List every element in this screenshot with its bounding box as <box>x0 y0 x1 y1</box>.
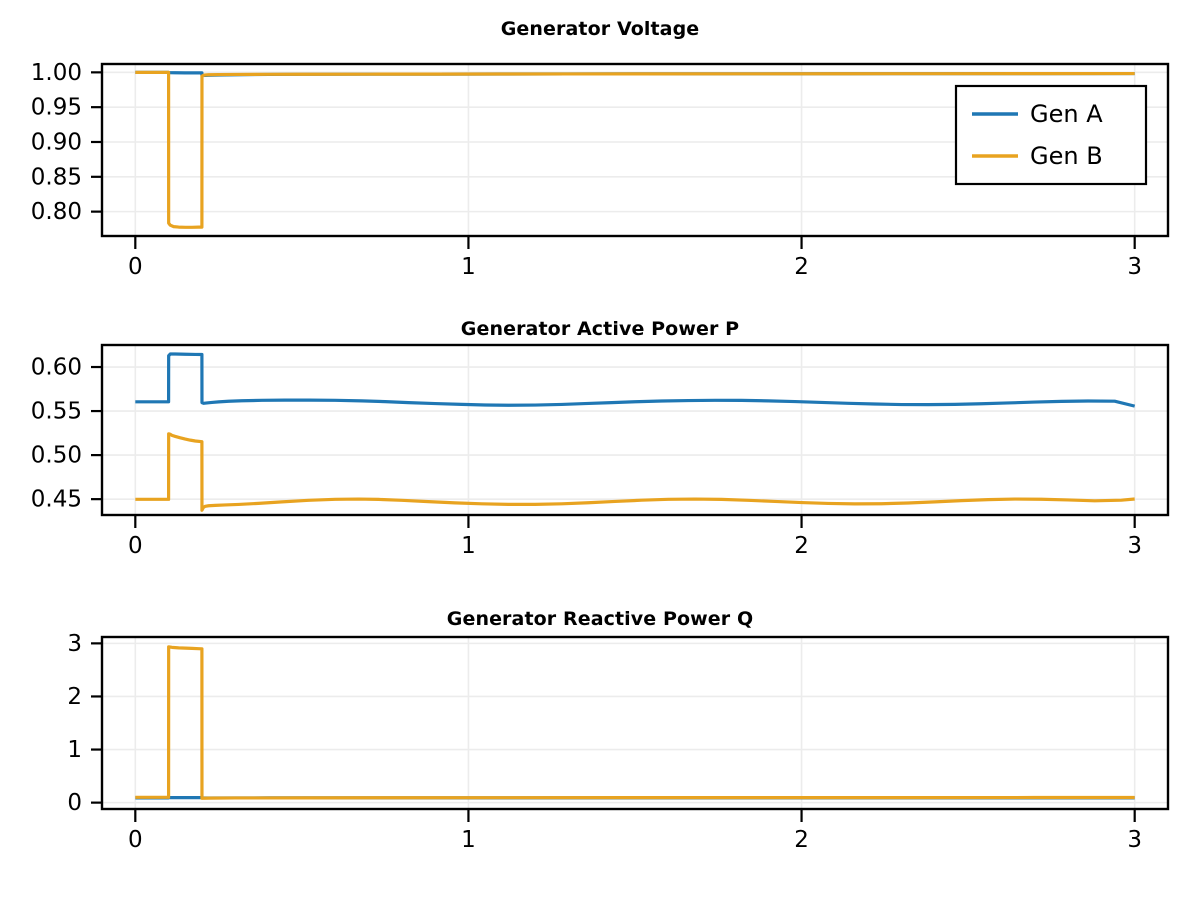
y-tick-label: 0.50 <box>31 443 82 469</box>
x-tick-label: 2 <box>794 827 809 853</box>
panel-generator-reactive-power: Generator Reactive Power Q 0 1 2 3 0 1 2 3 <box>0 590 1200 900</box>
plot-area-generator-voltage: 0.80 0.85 0.90 0.95 1.00 0 1 2 3 Gen A Gen B <box>31 60 1170 280</box>
panel-title: Generator Voltage <box>500 18 700 40</box>
plot-area-generator-reactive-power: 0 1 2 3 0 1 2 3 <box>67 631 1170 853</box>
y-tick-label: 0.55 <box>31 399 82 425</box>
legend-label-gen-b: Gen B <box>1030 142 1103 170</box>
x-tick-label: 0 <box>128 254 143 280</box>
y-tick-label: 2 <box>67 684 82 710</box>
y-tick-label: 0 <box>67 790 82 816</box>
x-tick-label: 2 <box>794 254 809 280</box>
x-tick-label: 0 <box>128 533 143 559</box>
series-line-gen-b <box>135 645 1135 800</box>
x-tick-label: 2 <box>794 533 809 559</box>
series-line-gen-b <box>135 432 1135 512</box>
panel-title: Generator Active Power P <box>460 318 740 340</box>
panel-generator-voltage: Generator Voltage 0.80 0.85 0.90 0.95 1.00 0 1… <box>0 0 1200 300</box>
x-tick-label: 3 <box>1127 254 1142 280</box>
axis-frame <box>100 635 1170 811</box>
y-tick-label: 0.45 <box>31 487 82 513</box>
y-tick-label: 0.95 <box>31 95 82 121</box>
y-tick-label: 0.60 <box>31 355 82 381</box>
panel-generator-active-power: Generator Active Power P 0.45 0.50 0.55 0.6… <box>0 300 1200 590</box>
x-tick-label: 3 <box>1127 533 1142 559</box>
series-line-gen-b <box>135 70 1135 229</box>
x-tick-label: 1 <box>461 827 476 853</box>
legend-label-gen-a: Gen A <box>1030 100 1103 128</box>
x-tick-label: 0 <box>128 827 143 853</box>
series-line-gen-a <box>135 352 1136 408</box>
y-tick-label: 0.85 <box>31 164 82 190</box>
y-tick-label: 0.90 <box>31 129 82 155</box>
axis-frame <box>100 62 1170 238</box>
x-tick-label: 3 <box>1127 827 1142 853</box>
x-tick-label: 1 <box>461 254 476 280</box>
y-tick-label: 0.80 <box>31 199 82 225</box>
y-tick-label: 1.00 <box>31 60 82 86</box>
panel-title: Generator Reactive Power Q <box>446 608 754 630</box>
legend-box[interactable] <box>954 84 1148 186</box>
y-tick-label: 3 <box>67 631 82 657</box>
x-tick-label: 1 <box>461 533 476 559</box>
plot-area-generator-active-power: 0.45 0.50 0.55 0.60 0 1 2 3 <box>31 343 1170 559</box>
y-tick-label: 1 <box>67 737 82 763</box>
axis-frame <box>100 343 1170 517</box>
